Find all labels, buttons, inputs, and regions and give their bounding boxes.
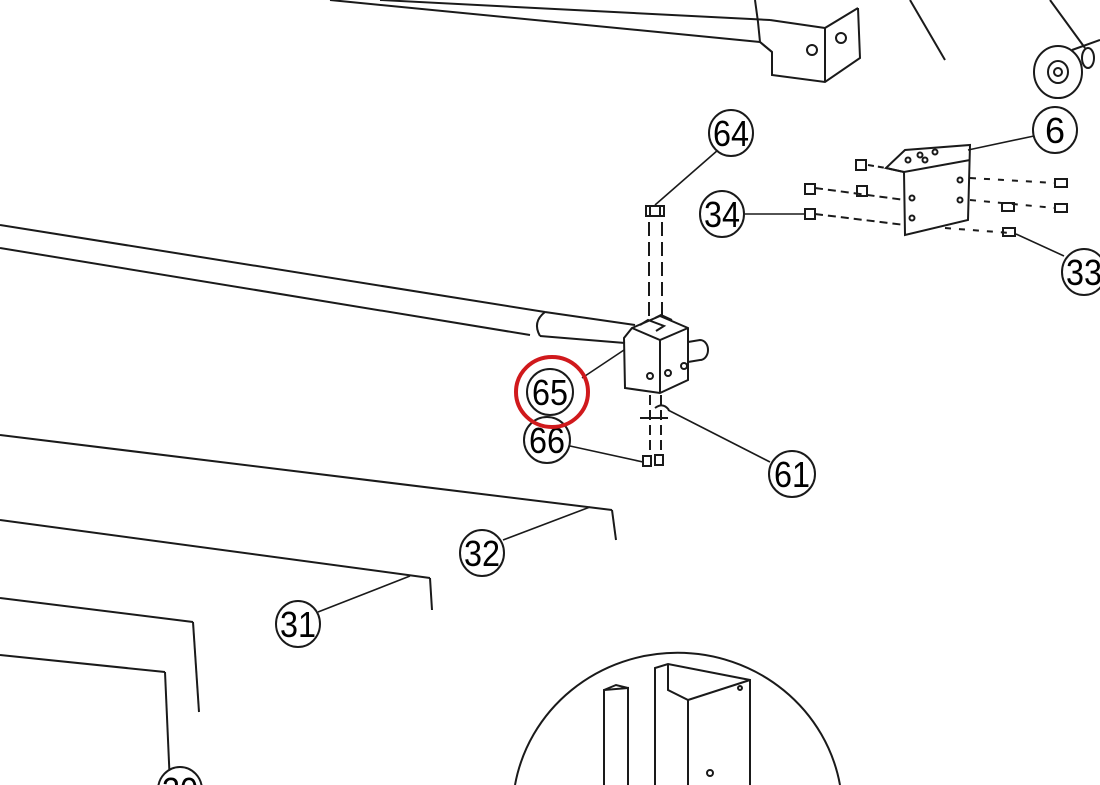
callout-6-label: 6 — [1045, 110, 1065, 151]
callout-33: 33 — [1061, 248, 1100, 296]
callout-34-label: 34 — [704, 194, 740, 235]
leader-lines — [317, 135, 1065, 613]
callout-6: 6 — [1032, 106, 1078, 154]
callout-32: 32 — [459, 529, 505, 577]
callout-65-label: 65 — [532, 372, 568, 413]
callout-61-label: 61 — [774, 454, 810, 495]
pivot-block — [622, 313, 709, 395]
callout-65: 65 — [526, 368, 574, 416]
callout-31-label: 31 — [280, 604, 316, 645]
bars — [0, 434, 617, 785]
callout-34: 34 — [699, 190, 745, 238]
callout-64: 64 — [708, 109, 754, 157]
bolt-64 — [640, 205, 670, 467]
highlight-ring — [514, 355, 590, 429]
callout-33-label: 33 — [1066, 252, 1100, 293]
callout-64-label: 64 — [713, 113, 749, 154]
callout-31: 31 — [275, 600, 321, 648]
bracket-plate — [804, 143, 1068, 237]
callout-32-label: 32 — [464, 533, 500, 574]
shaft — [0, 224, 636, 344]
pulley-top-right — [909, 0, 1100, 99]
detail-view — [514, 651, 841, 785]
callout-30: 30 — [157, 766, 203, 785]
frame-tube-top — [329, 0, 862, 84]
callout-61: 61 — [768, 450, 816, 498]
callout-30-label: 30 — [162, 770, 198, 785]
